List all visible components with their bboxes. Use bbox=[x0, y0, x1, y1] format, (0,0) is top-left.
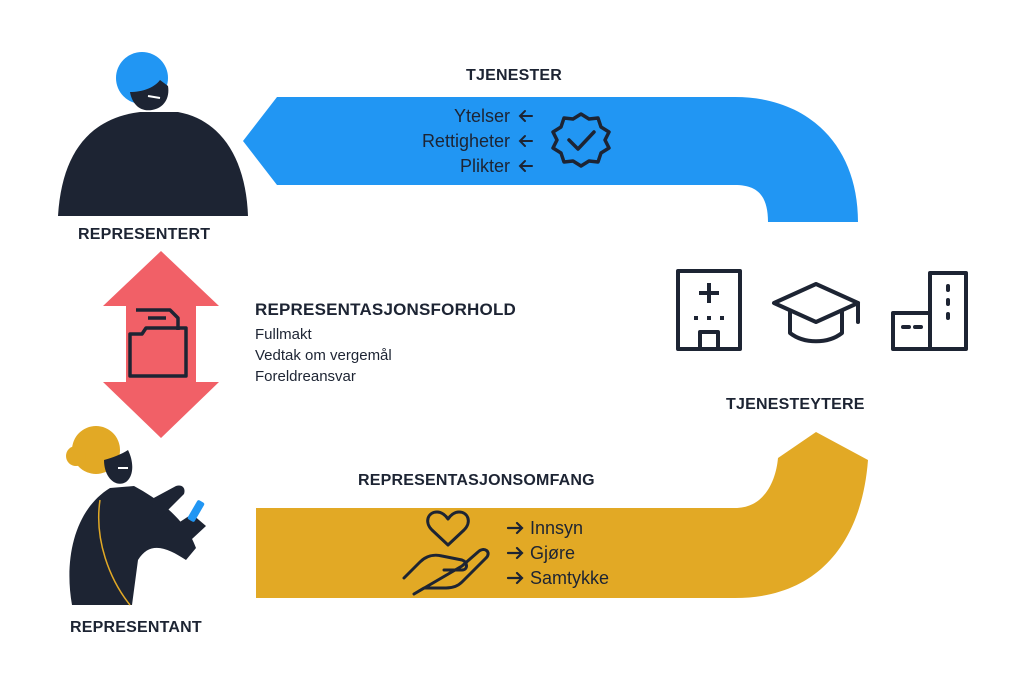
tjenester-item-plikter: Plikter bbox=[459, 156, 510, 176]
omfang-title: REPRESENTASJONSOMFANG bbox=[358, 472, 595, 489]
omfang-item-samtykke: Samtykke bbox=[530, 568, 610, 588]
omfang-item-innsyn: Innsyn bbox=[530, 518, 584, 538]
building-icon bbox=[891, 271, 968, 351]
tjenesteytere-label: TJENESTEYTERE bbox=[726, 396, 865, 413]
verified-badge-icon bbox=[551, 112, 611, 168]
hand-heart-icon bbox=[402, 510, 490, 596]
forhold-item-foreldreansvar: Foreldreansvar bbox=[255, 368, 356, 385]
forhold-item-fullmakt: Fullmakt bbox=[255, 326, 312, 343]
representert-figure bbox=[58, 52, 248, 216]
hospital-icon bbox=[676, 269, 742, 351]
tjenester-title: TJENESTER bbox=[466, 67, 563, 84]
forhold-title: REPRESENTASJONSFORHOLD bbox=[255, 300, 517, 319]
representant-figure bbox=[66, 426, 206, 606]
graduation-cap-icon bbox=[772, 282, 860, 344]
omfang-item-gjore: Gjøre bbox=[530, 543, 575, 563]
omfang-item-arrows bbox=[506, 521, 524, 585]
tjenester-arrow bbox=[243, 97, 858, 222]
tjenester-item-ytelser: Ytelser bbox=[453, 106, 510, 126]
folder-icon bbox=[128, 308, 188, 378]
representant-label: REPRESENTANT bbox=[70, 619, 202, 636]
forhold-double-arrow bbox=[103, 251, 219, 438]
omfang-arrow bbox=[256, 432, 868, 598]
tjenester-item-arrows bbox=[518, 110, 533, 172]
representert-label: REPRESENTERT bbox=[78, 226, 211, 243]
tjenester-item-rettigheter: Rettigheter bbox=[421, 131, 510, 151]
forhold-item-vedtak: Vedtak om vergemål bbox=[255, 347, 392, 364]
